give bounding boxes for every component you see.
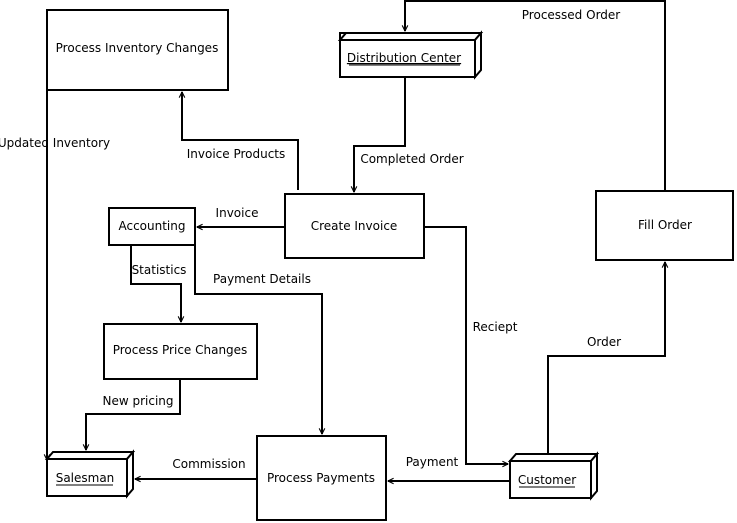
customer-node[interactable]: Customer <box>507 451 600 501</box>
process-inventory-changes-node[interactable]: Process Inventory Changes <box>46 9 229 91</box>
edge-processed-order <box>405 0 666 191</box>
edge-label-processed-order: Processed Order <box>522 8 621 22</box>
create-invoice-node[interactable]: Create Invoice <box>284 193 425 259</box>
edge-label-updated-inventory: Updated Inventory <box>0 136 110 150</box>
edge-order <box>547 262 665 454</box>
edge-new-pricing <box>86 379 181 450</box>
edge-completed-order <box>354 77 406 192</box>
edge-label-commission: Commission <box>172 457 245 471</box>
edge-payment-details <box>194 245 322 434</box>
process-inventory-changes-label: Process Inventory Changes <box>56 41 219 55</box>
edge-invoice-products <box>182 92 299 190</box>
edge-reciept <box>424 226 508 464</box>
customer-label: Customer <box>518 473 576 487</box>
salesman-node[interactable]: Salesman <box>44 449 136 499</box>
accounting-label: Accounting <box>118 219 185 233</box>
edge-statistics <box>130 245 181 322</box>
edge-label-invoice-products: Invoice Products <box>187 147 286 161</box>
salesman-label: Salesman <box>56 471 115 485</box>
edge-label-completed-order: Completed Order <box>360 152 463 166</box>
process-price-changes-node[interactable]: Process Price Changes <box>103 323 258 380</box>
accounting-node[interactable]: Accounting <box>108 207 196 246</box>
fill-order-label: Fill Order <box>638 218 692 232</box>
process-payments-label: Process Payments <box>267 471 375 485</box>
create-invoice-label: Create Invoice <box>311 219 398 233</box>
fill-order-node[interactable]: Fill Order <box>595 190 734 261</box>
edge-label-new-pricing: New pricing <box>102 394 173 408</box>
edge-label-payment-details: Payment Details <box>213 272 311 286</box>
edge-label-statistics: Statistics <box>132 263 187 277</box>
distribution-center-node[interactable]: Distribution Center <box>337 30 484 80</box>
edge-label-invoice: Invoice <box>216 206 259 220</box>
distribution-center-label: Distribution Center <box>347 51 461 65</box>
process-price-changes-label: Process Price Changes <box>113 343 248 357</box>
edge-label-order: Order <box>587 335 621 349</box>
edge-label-payment: Payment <box>406 455 459 469</box>
edge-label-reciept: Reciept <box>473 320 518 334</box>
process-payments-node[interactable]: Process Payments <box>256 435 387 521</box>
